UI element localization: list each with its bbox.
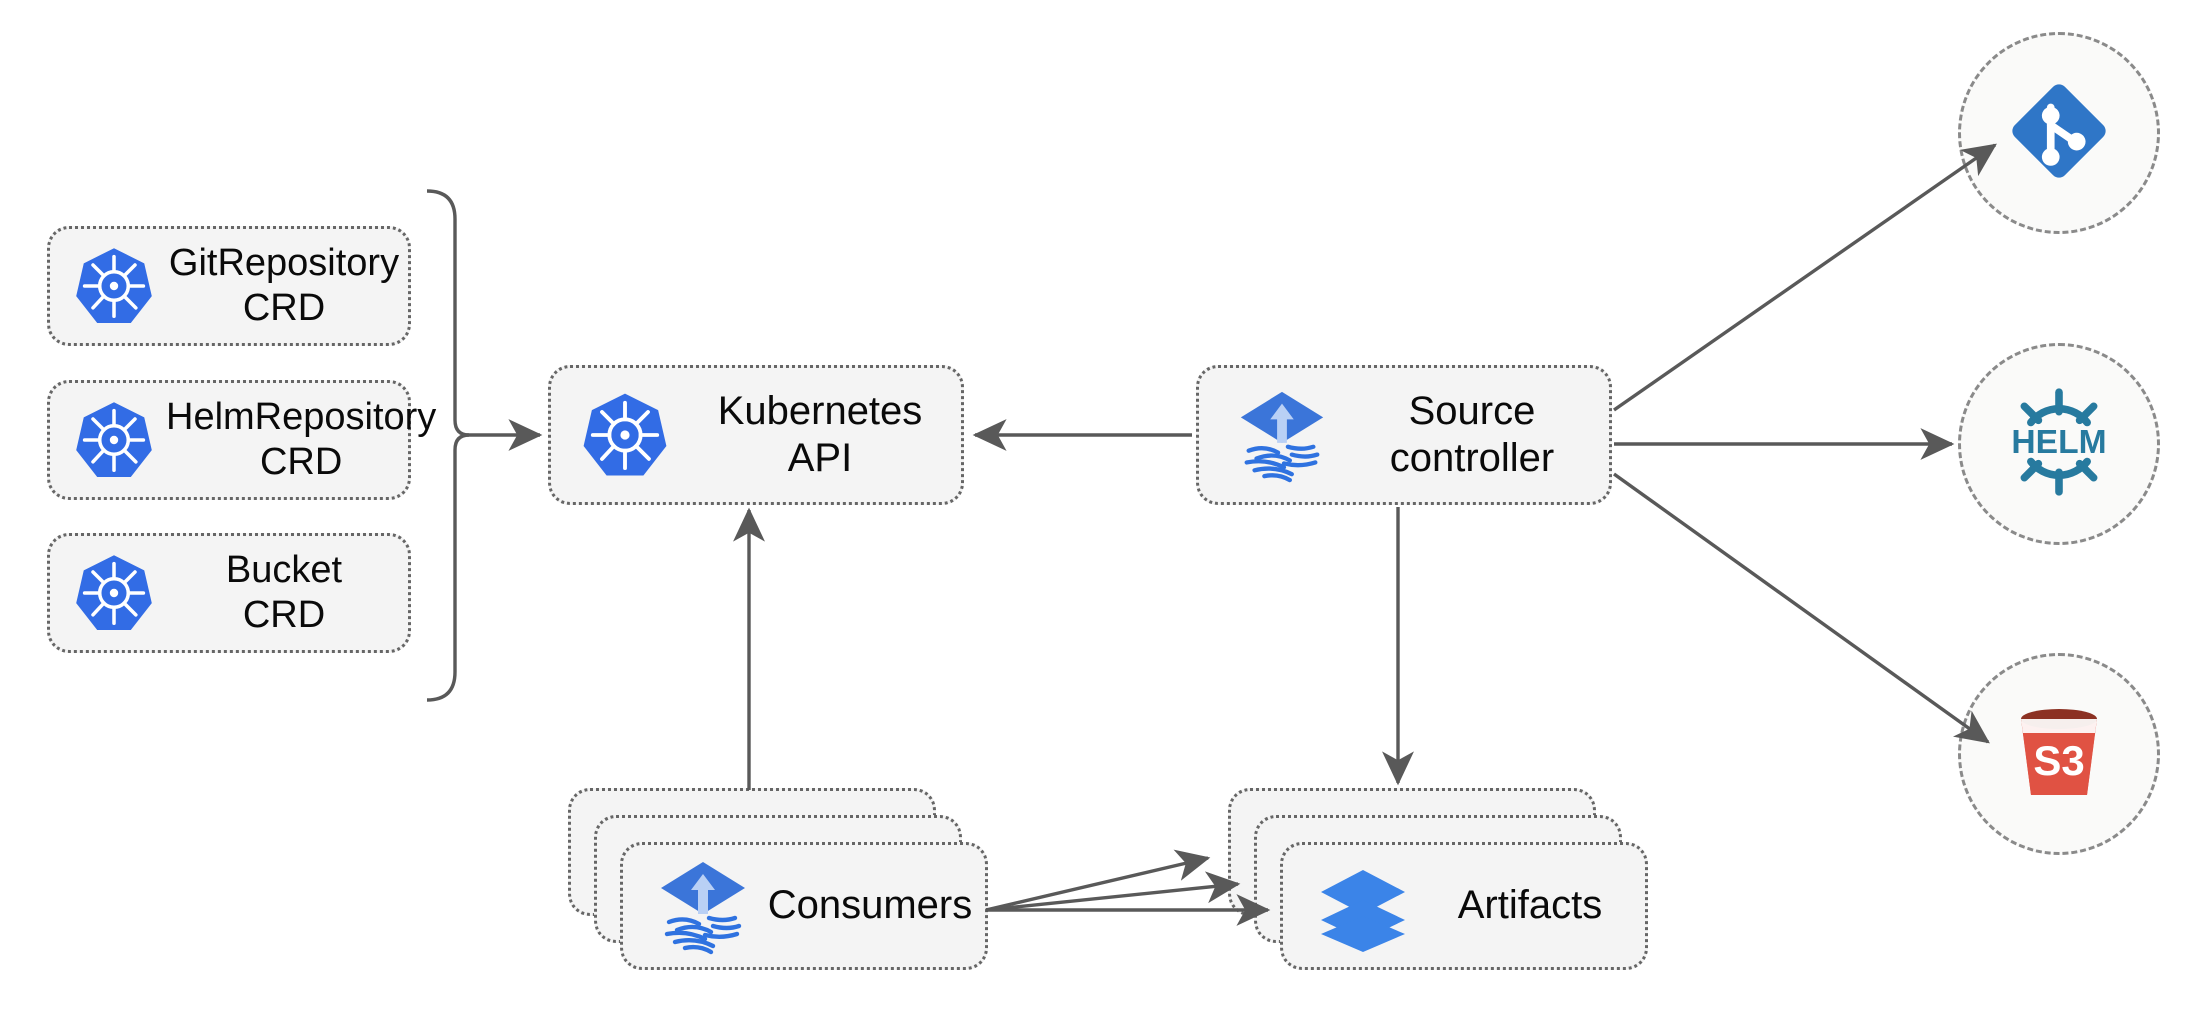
helm-label: HELM [2011, 423, 2106, 460]
node-label: Kubernetes API [717, 388, 923, 480]
git-icon [2000, 72, 2118, 195]
node-artifacts[interactable]: Artifacts [1228, 788, 1648, 988]
edge-consumers-to-artifacts-1 [985, 849, 1211, 912]
node-consumers[interactable]: Consumers [568, 788, 988, 988]
node-label: Source controller [1389, 388, 1555, 480]
helm-icon: HELM [1994, 377, 2124, 512]
consumers-card-front[interactable]: Consumers [620, 842, 988, 970]
flux-icon [653, 856, 753, 956]
edge-consumers-to-artifacts-2 [985, 871, 1241, 912]
edge-source-controller-to-git [1613, 143, 1997, 412]
kubernetes-icon [579, 389, 671, 481]
kubernetes-icon [72, 398, 156, 482]
node-bucket-crd[interactable]: Bucket CRD [47, 533, 411, 653]
node-gitrepository-crd[interactable]: GitRepository CRD [47, 226, 411, 346]
node-git-source[interactable] [1958, 32, 2160, 234]
node-label: Consumers [767, 883, 973, 928]
s3-icon: S3 [1999, 692, 2119, 817]
layers-icon [1313, 856, 1413, 956]
artifacts-card-front[interactable]: Artifacts [1280, 842, 1648, 970]
node-label: Artifacts [1457, 883, 1603, 928]
kubernetes-icon [72, 551, 156, 635]
kubernetes-icon [72, 244, 156, 328]
node-helmrepository-crd[interactable]: HelmRepository CRD [47, 380, 436, 500]
node-label: GitRepository CRD [168, 242, 400, 329]
node-label: HelmRepository CRD [166, 396, 437, 483]
node-kubernetes-api[interactable]: Kubernetes API [548, 365, 964, 505]
node-helm-source[interactable]: HELM [1958, 343, 2160, 545]
node-source-controller[interactable]: Source controller [1196, 365, 1612, 505]
node-s3-source[interactable]: S3 [1958, 653, 2160, 855]
node-label: Bucket CRD [225, 549, 343, 636]
edge-source-controller-to-s3 [1613, 472, 1990, 744]
flux-icon [1233, 386, 1331, 484]
s3-label: S3 [2033, 737, 2084, 784]
